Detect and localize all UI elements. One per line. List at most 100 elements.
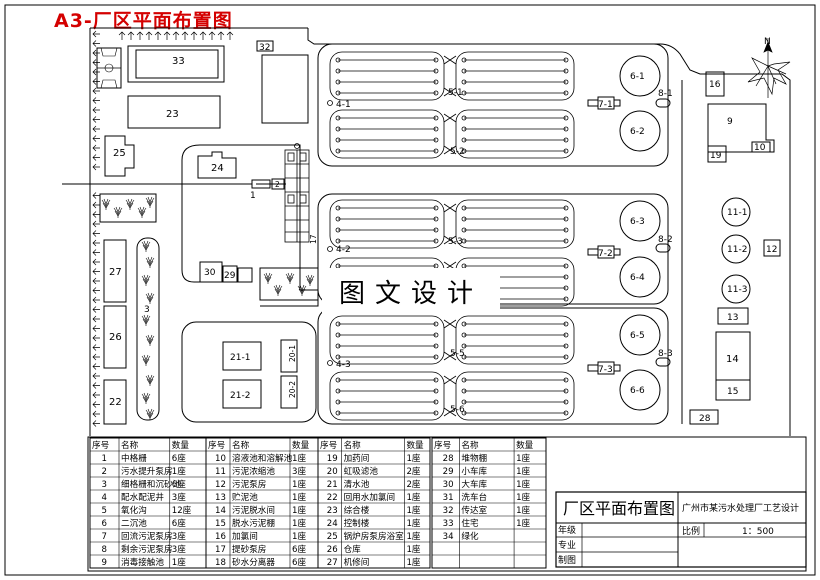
top-boundary-arrows	[118, 31, 234, 40]
building-29	[222, 265, 238, 283]
legend-header: 数量	[172, 439, 190, 451]
building-23	[127, 95, 221, 129]
boundary-arrow-icon	[92, 87, 100, 95]
label-11-2: 11-2	[727, 245, 747, 255]
legend-cell: 3座	[172, 543, 186, 555]
label-11-3: 11-3	[727, 285, 747, 295]
boundary-arrow-icon	[127, 31, 135, 40]
distribution-well-4-2	[327, 246, 333, 252]
label-4-3: 4-3	[336, 360, 351, 370]
legend-header: 名称	[461, 439, 479, 451]
legend-cell: 脱水污泥棚	[232, 517, 275, 529]
label-14: 14	[726, 354, 739, 365]
west-boundary-arrows	[92, 30, 100, 427]
boundary-arrow-icon	[92, 315, 100, 323]
legend-cell: 溶液池和溶解池	[232, 452, 293, 464]
label-5-2: 5-2	[450, 147, 465, 157]
title-block-drawing-name: 厂区平面布置图	[563, 499, 675, 518]
clarifier-6-6	[619, 369, 661, 411]
building-27	[103, 239, 127, 303]
oxidation-ditch-pair	[329, 315, 575, 365]
boundary-arrow-icon	[92, 325, 100, 332]
tree-icon	[137, 206, 147, 219]
label-26: 26	[109, 332, 122, 343]
label-29: 29	[224, 271, 236, 281]
legend-cell: 污水提升泵房	[121, 465, 173, 477]
boundary-arrow-icon	[92, 249, 100, 256]
legend-cell: 6座	[172, 452, 186, 464]
label-4-1: 4-1	[336, 100, 351, 110]
clarifier-6-4	[619, 256, 661, 298]
label-6-4: 6-4	[630, 273, 645, 283]
label-7-3: 7-3	[598, 365, 613, 375]
legend-cell: 7	[102, 532, 107, 542]
boundary-arrow-icon	[92, 287, 100, 294]
label-33: 33	[172, 56, 185, 67]
thickener-11-2	[721, 234, 751, 264]
legend-cell: 30	[443, 480, 454, 490]
boundary-arrow-icon	[217, 31, 225, 40]
label-22: 22	[109, 397, 122, 408]
title-block-row-major: 专业	[558, 539, 576, 551]
oxidation-ditch-pair	[329, 51, 575, 101]
legend-cell: 2座	[406, 478, 420, 490]
legend-cell: 33	[443, 519, 454, 529]
green-belt-west	[99, 193, 157, 223]
legend-cell: 1座	[292, 530, 306, 542]
label-7-2: 7-2	[598, 249, 613, 259]
legend-cell: 3座	[292, 465, 306, 477]
ditch-group-3	[317, 307, 669, 425]
legend-cell: 污泥脱水间	[232, 504, 275, 516]
tree-icon	[305, 274, 315, 287]
legend-cell: 31	[443, 493, 454, 503]
legend-cell: 11	[215, 467, 226, 477]
legend-cell: 18	[215, 558, 226, 568]
title-block-scale-label: 比例	[682, 525, 700, 537]
north-arrow-icon	[747, 38, 791, 98]
boundary-arrow-icon	[92, 211, 100, 218]
legend-cell: 贮泥池	[232, 491, 258, 503]
boundary-arrow-icon	[92, 410, 100, 418]
label-19: 19	[710, 151, 722, 161]
label-21-1: 21-1	[230, 353, 250, 363]
boundary-arrow-icon	[92, 163, 100, 171]
boundary-arrow-icon	[118, 31, 126, 40]
label-17: 17	[309, 234, 318, 244]
legend-cell: 6座	[172, 478, 186, 490]
legend-cell: 1座	[406, 543, 420, 555]
page-title: A3-厂区平面布置图	[54, 10, 233, 32]
label-23: 23	[166, 109, 179, 120]
tree-icon	[101, 198, 111, 211]
label-8-1: 8-1	[658, 89, 673, 99]
drawing-frame	[4, 4, 816, 576]
legend-cell: 8	[102, 545, 107, 555]
return-sludge-pump-7-3	[587, 361, 621, 375]
boundary-arrow-icon	[92, 201, 100, 209]
legend-cell: 22	[327, 493, 338, 503]
label-5-1: 5-1	[448, 88, 463, 98]
boundary-arrow-icon	[92, 220, 100, 228]
return-sludge-pump-7-2	[587, 245, 621, 259]
coarse-screen-1	[251, 179, 271, 189]
boundary-arrow-icon	[92, 420, 100, 427]
tree-icon	[125, 198, 135, 211]
legend-cell: 细格栅和沉砂池	[121, 478, 182, 490]
legend-cell: 洗车台	[461, 491, 487, 503]
legend-cell: 氧化沟	[121, 504, 147, 516]
legend-cell: 1座	[406, 517, 420, 529]
tree-icon	[141, 354, 151, 367]
label-3: 3	[144, 305, 150, 315]
tree-icon	[141, 392, 151, 405]
label-30: 30	[204, 268, 216, 278]
label-5-6: 5-6	[450, 405, 465, 415]
legend-cell: 12	[215, 480, 226, 490]
lift-pump-2	[271, 178, 285, 190]
title-block-project: 广州市某污水处理厂工艺设计	[682, 502, 799, 514]
chlorination-16	[705, 71, 725, 97]
legend-cell: 控制楼	[344, 517, 370, 529]
legend-cell: 1座	[292, 491, 306, 503]
boundary-arrow-icon	[136, 31, 144, 40]
legend-header: 序号	[320, 439, 337, 451]
legend-cell: 12座	[172, 504, 192, 516]
